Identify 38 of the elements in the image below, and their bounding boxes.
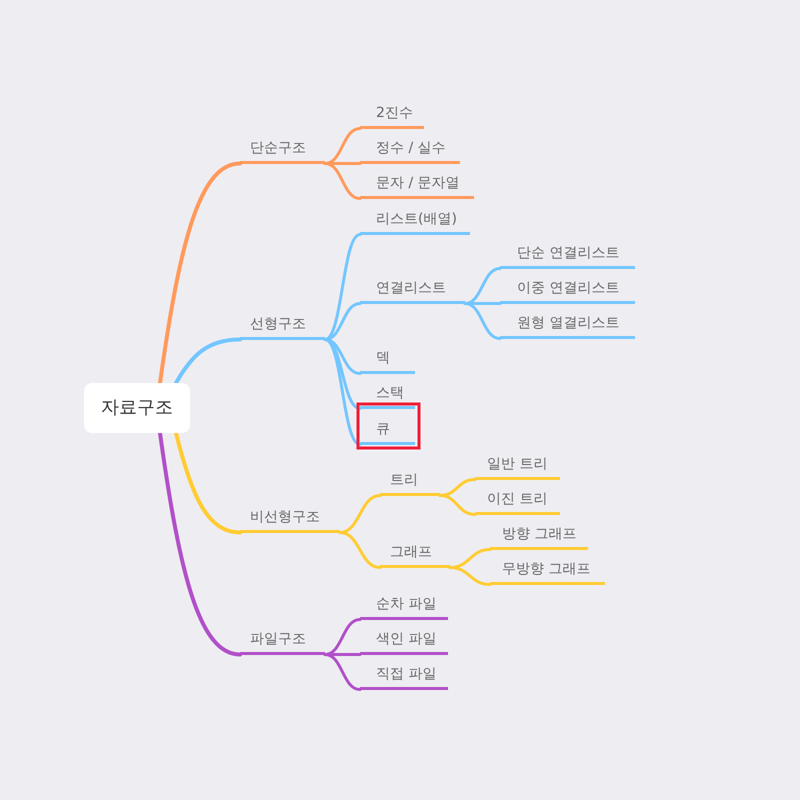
underlined-topic: 색인 파일 [360, 629, 448, 655]
underlined-topic: 스택 [360, 383, 415, 409]
underlined-topic: 2진수 [360, 103, 424, 129]
branch-connector [174, 338, 242, 385]
branch-connector [324, 162, 362, 200]
branch-connector [324, 338, 362, 410]
underlined-topic: 큐 [360, 419, 415, 445]
underlined-topic: 파일구조 [240, 629, 325, 655]
branch-connector [464, 302, 502, 340]
underlined-topic: 비선형구조 [240, 507, 340, 533]
branch-connector [438, 494, 476, 516]
underlined-topic: 단순 연결리스트 [500, 243, 635, 269]
underlined-topic: 그래프 [380, 542, 450, 568]
underlined-topic: 문자 / 문자열 [360, 173, 474, 199]
underlined-topic: 순차 파일 [360, 594, 448, 620]
underlined-topic: 방향 그래프 [490, 524, 588, 550]
branch-connector [448, 566, 492, 586]
branch-connector [324, 338, 362, 446]
branch-connector [174, 431, 242, 534]
underlined-topic: 선형구조 [240, 314, 325, 340]
underlined-topic: 트리 [380, 470, 440, 496]
central-topic-box: 자료구조 [84, 383, 190, 433]
branch-connector [324, 653, 362, 691]
underlined-topic: 이진 트리 [475, 489, 560, 515]
underlined-topic: 단순구조 [240, 138, 325, 164]
underlined-topic: 덱 [360, 348, 415, 374]
underlined-topic: 무방향 그래프 [490, 559, 605, 585]
underlined-topic: 원형 열결리스트 [500, 313, 635, 339]
underlined-topic: 연결리스트 [360, 278, 465, 304]
branch-connector [338, 531, 382, 569]
underlined-topic: 일반 트리 [475, 454, 560, 480]
branch-connector [324, 233, 362, 341]
underlined-topic: 정수 / 실수 [360, 138, 460, 164]
branch-connector [158, 162, 242, 385]
underlined-topic: 리스트(배열) [360, 209, 470, 235]
underlined-topic: 직접 파일 [360, 664, 448, 690]
branch-connector [158, 431, 242, 656]
underlined-topic: 이중 연결리스트 [500, 278, 635, 304]
